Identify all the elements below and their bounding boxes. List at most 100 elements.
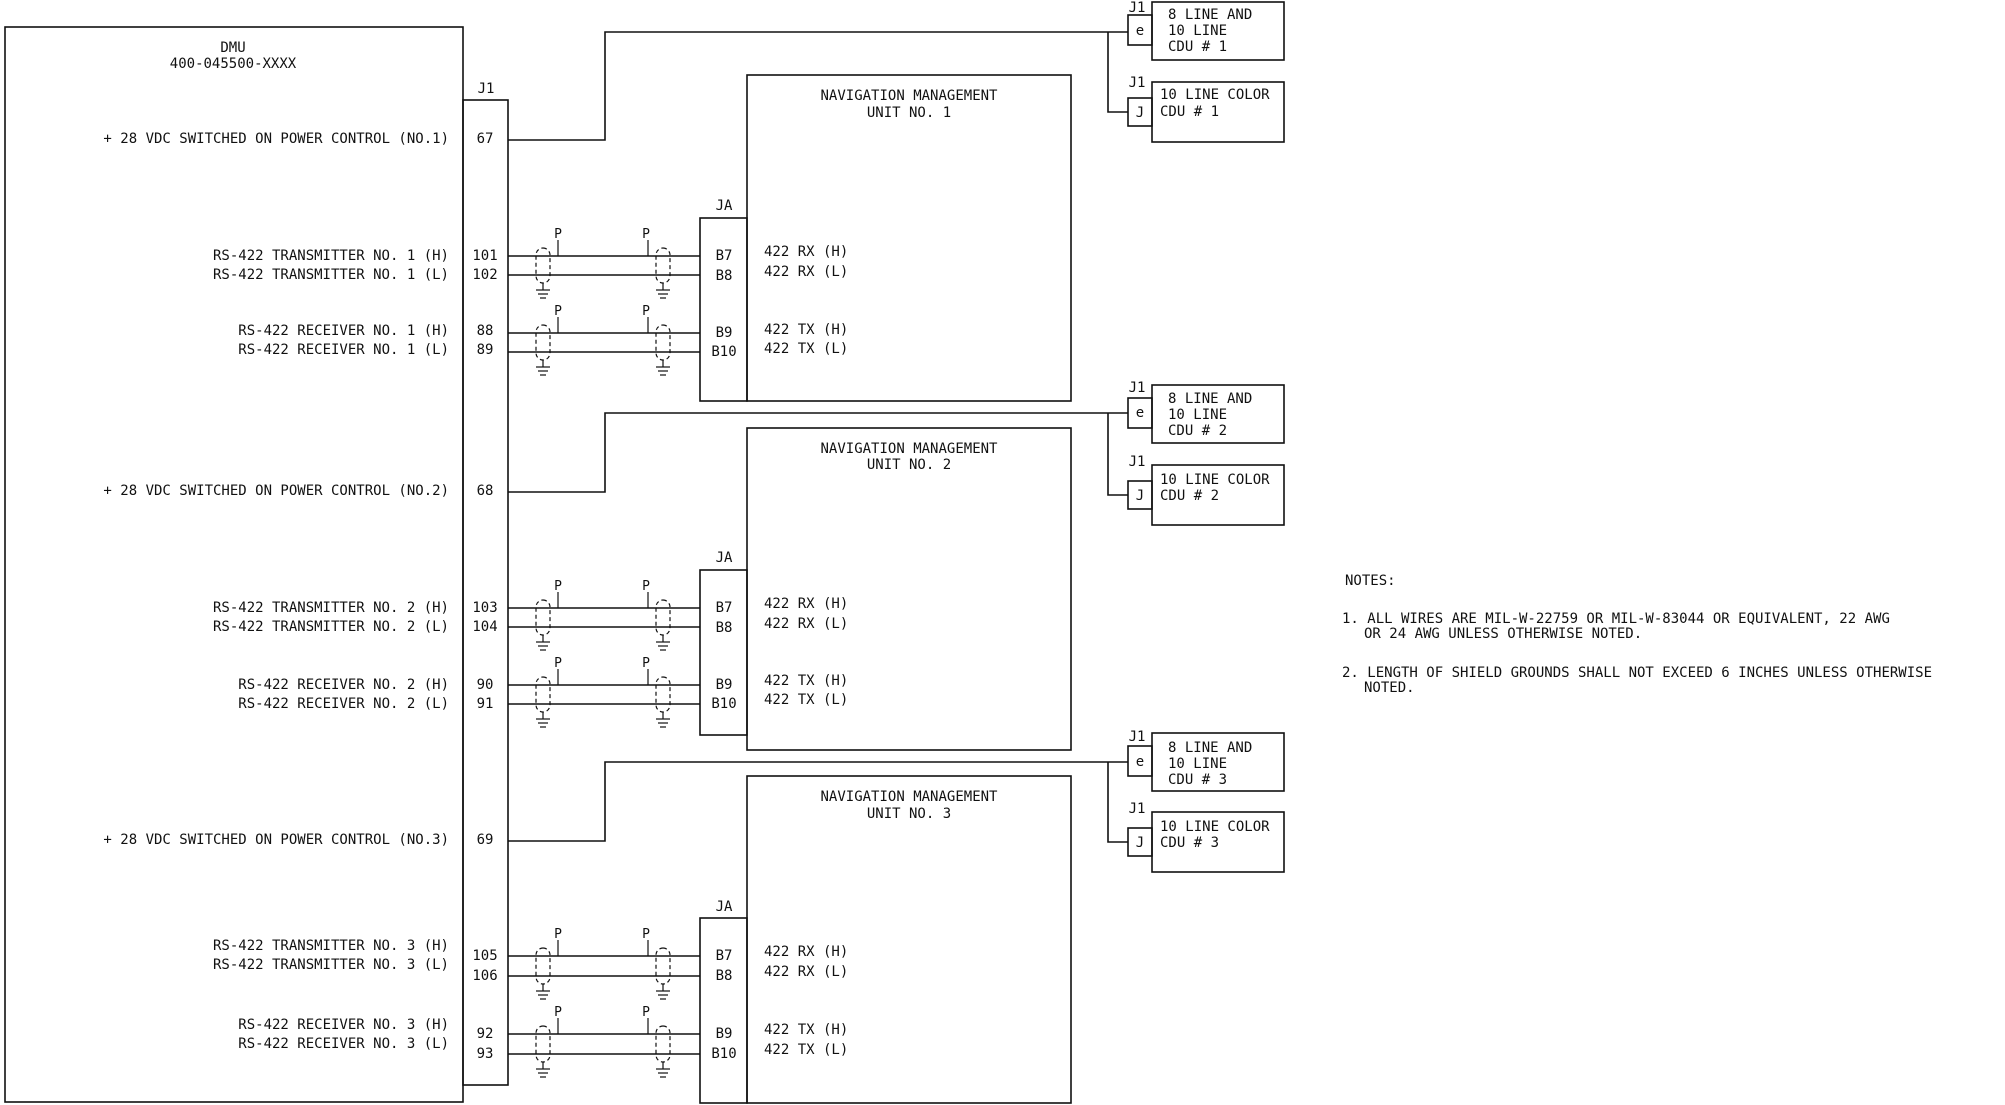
nmu-pin-label: 422 TX (L) xyxy=(764,341,848,357)
nmu-connector-label: JA xyxy=(716,899,733,915)
signal-label: RS-422 RECEIVER NO. 1 (H) xyxy=(238,323,449,339)
power-pin-1: 67 xyxy=(477,131,494,147)
signal-pin: 101 xyxy=(472,248,497,264)
signal-label: RS-422 RECEIVER NO. 2 (H) xyxy=(238,677,449,693)
nmu-box xyxy=(746,427,1072,751)
power-pin-3: 69 xyxy=(477,832,494,848)
cdu-text: CDU # 1 xyxy=(1168,39,1227,55)
signal-label: RS-422 RECEIVER NO. 2 (L) xyxy=(238,696,449,712)
nmu-pin: B9 xyxy=(716,325,733,341)
signal-label: RS-422 TRANSMITTER NO. 1 (L) xyxy=(213,267,449,283)
nmu-connector-label: JA xyxy=(716,198,733,214)
nmu-pin: B7 xyxy=(716,600,733,616)
signal-label: RS-422 RECEIVER NO. 1 (L) xyxy=(238,342,449,358)
cdu-connector-label: J1 xyxy=(1129,454,1146,470)
svg-text:P: P xyxy=(554,927,562,942)
nmu-pin-label: 422 RX (H) xyxy=(764,244,848,260)
shield-symbol: P xyxy=(535,304,562,376)
cdu-text: 10 LINE COLOR xyxy=(1160,819,1270,835)
nmu-title: NAVIGATION MANAGEMENT xyxy=(820,88,998,104)
nmu-pin-label: 422 RX (H) xyxy=(764,596,848,612)
signal-pin: 104 xyxy=(472,619,497,635)
dmu-block: DMU 400-045500-XXXX J1 xyxy=(4,26,509,1103)
shield-symbol: P xyxy=(642,1005,671,1078)
power-branch-color-2 xyxy=(1107,413,1128,496)
signal-label: RS-422 RECEIVER NO. 3 (L) xyxy=(238,1036,449,1052)
signal-label: RS-422 TRANSMITTER NO. 3 (H) xyxy=(213,938,449,954)
signal-pin: 92 xyxy=(477,1026,494,1042)
channel-group-1: + 28 VDC SWITCHED ON POWER CONTROL (NO.1… xyxy=(103,0,1285,402)
nmu-connector-strip xyxy=(699,917,748,1104)
signal-pin: 106 xyxy=(472,968,497,984)
cdu-connector-label: J1 xyxy=(1129,729,1146,745)
nmu-title: UNIT NO. 1 xyxy=(867,105,951,121)
nmu-box xyxy=(746,74,1072,402)
notes-block: NOTES: 1. ALL WIRES ARE MIL-W-22759 OR M… xyxy=(1342,573,1932,696)
shield-symbol: P xyxy=(642,656,671,728)
dmu-connector-label: J1 xyxy=(478,81,495,97)
nmu-block-2: JA NAVIGATION MANAGEMENT UNIT NO. 2 B7 B… xyxy=(699,427,1072,751)
nmu-pin: B7 xyxy=(716,948,733,964)
nmu-pin-label: 422 RX (L) xyxy=(764,616,848,632)
shield-symbol: P xyxy=(642,579,671,651)
shield-symbol: P xyxy=(535,656,562,728)
nmu-pin: B7 xyxy=(716,248,733,264)
signal-label: RS-422 TRANSMITTER NO. 1 (H) xyxy=(213,248,449,264)
signal-pin: 93 xyxy=(477,1046,494,1062)
shield-symbol: P xyxy=(535,1005,562,1078)
power-label-3: + 28 VDC SWITCHED ON POWER CONTROL (NO.3… xyxy=(103,832,449,848)
shield-symbol: P xyxy=(642,927,671,1000)
nmu-pin-label: 422 TX (H) xyxy=(764,1022,848,1038)
cdu-text: 10 LINE xyxy=(1168,23,1227,39)
nmu-title: UNIT NO. 2 xyxy=(867,457,951,473)
svg-text:P: P xyxy=(554,656,562,671)
cdu-text: CDU # 2 xyxy=(1160,488,1219,504)
nmu-pin: B8 xyxy=(716,968,733,984)
nmu-pin-label: 422 RX (H) xyxy=(764,944,848,960)
svg-text:P: P xyxy=(642,656,650,671)
cdu-text: 10 LINE COLOR xyxy=(1160,87,1270,103)
cdu-text: 8 LINE AND xyxy=(1168,391,1252,407)
cdu-text: CDU # 3 xyxy=(1168,772,1227,788)
cdu-box xyxy=(1151,384,1285,444)
signal-pin: 105 xyxy=(472,948,497,964)
cdu-text: 10 LINE xyxy=(1168,756,1227,772)
signal-label: RS-422 RECEIVER NO. 3 (H) xyxy=(238,1017,449,1033)
cdu-color-3: J1 J 10 LINE COLOR CDU # 3 xyxy=(1127,801,1285,873)
cdu-connector-label: J1 xyxy=(1129,380,1146,396)
power-wire-1 xyxy=(508,31,1108,141)
nmu-pin: B8 xyxy=(716,268,733,284)
nmu-pin-label: 422 TX (H) xyxy=(764,673,848,689)
power-pin-2: 68 xyxy=(477,483,494,499)
power-branch-color-3 xyxy=(1107,762,1128,843)
nmu-pin: B10 xyxy=(711,1046,736,1062)
cdu-pin: J xyxy=(1136,488,1144,504)
cdu-box xyxy=(1151,811,1285,873)
shield-symbol: P xyxy=(642,304,671,376)
signal-label: RS-422 TRANSMITTER NO. 3 (L) xyxy=(213,957,449,973)
svg-text:P: P xyxy=(642,227,650,242)
nmu-pin: B9 xyxy=(716,1026,733,1042)
cdu-pin: e xyxy=(1136,405,1144,421)
power-label-1: + 28 VDC SWITCHED ON POWER CONTROL (NO.1… xyxy=(103,131,449,147)
nmu-pin-label: 422 TX (H) xyxy=(764,322,848,338)
cdu-box xyxy=(1151,464,1285,526)
cdu-pin: J xyxy=(1136,835,1144,851)
cdu-connector-label: J1 xyxy=(1129,0,1146,16)
channel-group-3: + 28 VDC SWITCHED ON POWER CONTROL (NO.3… xyxy=(103,729,1285,1104)
nmu-connector-label: JA xyxy=(716,550,733,566)
shield-symbol: P xyxy=(642,227,671,299)
cdu-connector-label: J1 xyxy=(1129,801,1146,817)
cdu-box xyxy=(1151,1,1285,61)
power-wire-3 xyxy=(508,761,1108,842)
cdu-color-1: J1 J 10 LINE COLOR CDU # 1 xyxy=(1127,75,1285,143)
nmu-pin-label: 422 RX (L) xyxy=(764,264,848,280)
cdu-text: CDU # 1 xyxy=(1160,104,1219,120)
nmu-title: NAVIGATION MANAGEMENT xyxy=(820,441,998,457)
signal-pin: 91 xyxy=(477,696,494,712)
nmu-pin: B10 xyxy=(711,696,736,712)
svg-text:P: P xyxy=(554,227,562,242)
nmu-pin-label: 422 TX (L) xyxy=(764,692,848,708)
cdu-text: 8 LINE AND xyxy=(1168,740,1252,756)
